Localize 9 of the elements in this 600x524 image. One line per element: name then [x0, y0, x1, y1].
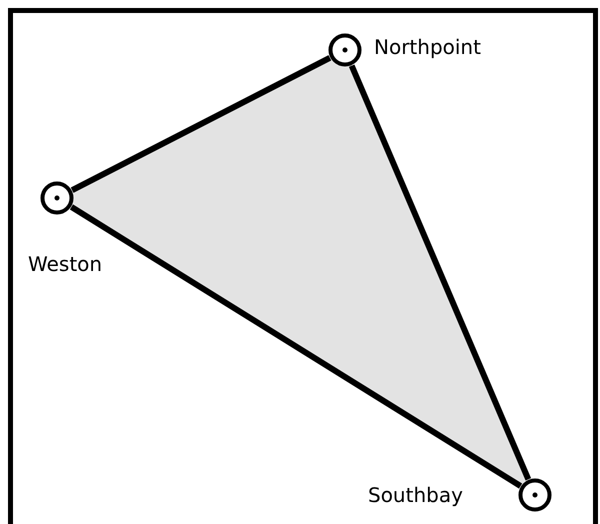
station-circle: [518, 478, 552, 512]
place-label: Northpoint: [374, 34, 481, 61]
station-circle: [40, 181, 74, 215]
place-label: Southbay: [368, 482, 463, 509]
edge-line: [348, 64, 532, 481]
edge-line: [70, 204, 522, 489]
station-circle: [328, 33, 362, 67]
place-label: Weston: [28, 251, 102, 278]
edge-line: [70, 55, 332, 193]
